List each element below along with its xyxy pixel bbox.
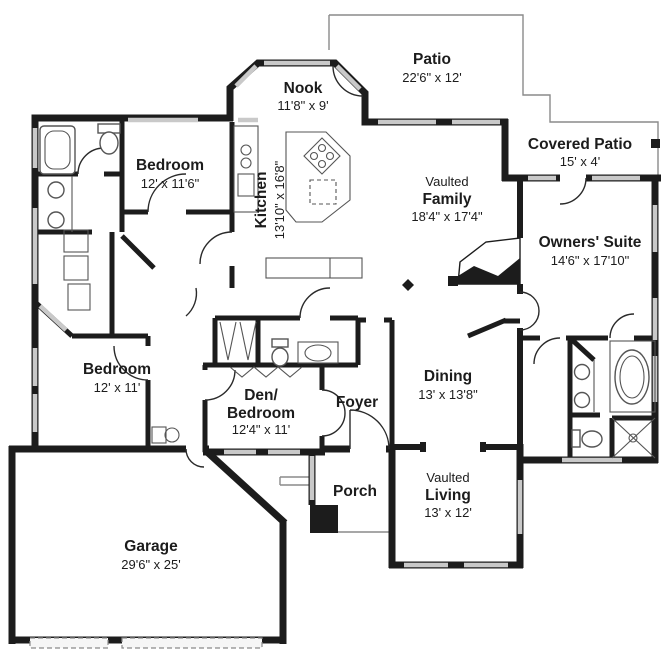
covered-patio-door-arc: [559, 177, 587, 205]
hall-closet: [67, 283, 91, 311]
den-closet-doors: [229, 366, 303, 378]
garage-entry-door-arc: [185, 448, 205, 468]
toilet-icon: [271, 347, 289, 367]
toilet-tank-icon: [571, 429, 581, 448]
room-dims-living: 13' x 12': [424, 505, 472, 520]
sink-icon: [47, 211, 65, 229]
toilet-icon: [581, 430, 603, 448]
kitchen-island: [285, 131, 351, 223]
door-arcs: [77, 65, 635, 468]
kitchen-counter: [265, 257, 363, 279]
room-label-garage: Garage: [124, 538, 178, 555]
room-label-foyer: Foyer: [336, 394, 378, 411]
kitchen-sink-icon: [240, 157, 252, 169]
room-label-family: Family: [422, 191, 471, 208]
ceiling-fan-mark: [402, 279, 414, 291]
hall-bath-door-arc: [299, 287, 331, 319]
bifold-closet-doors: [219, 321, 257, 361]
room-dims-garage: 29'6" x 25': [121, 557, 180, 572]
fireplace-icon: [448, 237, 521, 286]
sink-icon: [573, 391, 591, 409]
suite-bath-door-arc: [609, 313, 635, 339]
sink-icon: [304, 344, 332, 362]
sink-counter: [297, 341, 339, 364]
room-dims-owners-suite: 14'6" x 17'10": [551, 253, 630, 268]
island-overhang: [309, 179, 337, 205]
stove-icon: [303, 137, 341, 175]
hall-closet: [63, 229, 89, 253]
kitchen-counter: [233, 125, 259, 213]
room-prefix-family: Vaulted: [425, 174, 468, 189]
tub-platform: [609, 340, 656, 413]
bedroom-left-door-arc: [113, 345, 149, 381]
room-dims-dining: 13' x 13'8": [418, 387, 478, 402]
room-label-owners-suite: Owners' Suite: [539, 234, 642, 251]
washer-icon: [151, 426, 167, 444]
room-dims-family: 18'4" x 17'4": [411, 209, 483, 224]
nook-patio-door-arc: [332, 65, 364, 97]
porch-outline: [279, 476, 392, 533]
toilet-tank-icon: [271, 338, 289, 348]
room-label-living: Living: [425, 487, 471, 504]
fixtures: [39, 123, 656, 459]
garage-doors: [29, 637, 263, 649]
bath-door-arc: [77, 147, 105, 175]
garage-door: [29, 637, 109, 649]
room-label-covered-patio: Covered Patio: [528, 136, 632, 153]
room-label-bedroom-left: Bedroom: [83, 361, 151, 378]
closet-door-arc: [533, 337, 561, 365]
patio-post: [651, 139, 660, 148]
hall-closet: [63, 255, 89, 281]
kitchen-hall-door-arc: [199, 231, 233, 265]
room-labels: Patio 22'6" x 12' Nook 11'8" x 9' Bedroo…: [83, 51, 642, 572]
bathtub-icon: [39, 125, 76, 175]
room-label-porch: Porch: [333, 483, 377, 500]
shower-icon: [611, 417, 656, 459]
room-dims-patio: 22'6" x 12': [402, 70, 461, 85]
room-label-bedroom-top: Bedroom: [136, 157, 204, 174]
interior-walls: [33, 118, 655, 460]
bedroom-top-door-arc: [147, 173, 187, 213]
patio-outline: [328, 14, 660, 179]
soaking-tub-icon: [614, 349, 650, 405]
windows: [32, 60, 658, 568]
room-dims-kitchen: 13'10" x 16'8": [272, 160, 287, 239]
front-door-arc: [349, 409, 390, 450]
room-label-den-line2: Bedroom: [227, 405, 295, 422]
room-label-patio: Patio: [413, 51, 451, 68]
toilet-icon: [99, 131, 119, 155]
room-label-den-line1: Den/: [244, 387, 278, 404]
dishwasher-icon: [237, 173, 255, 197]
room-dims-covered-patio: 15' x 4': [560, 154, 600, 169]
porch-column: [310, 505, 338, 533]
room-label-kitchen: Kitchen: [253, 172, 270, 229]
water-heater-icon: [164, 427, 180, 443]
suite-double-door-arcs: [519, 291, 540, 331]
sink-icon: [47, 181, 65, 199]
den-double-door-arcs: [321, 389, 346, 437]
garage-door: [121, 637, 263, 649]
room-label-dining: Dining: [424, 368, 472, 385]
room-dims-den: 12'4" x 11': [232, 422, 291, 437]
sink-icon: [573, 363, 591, 381]
room-dims-bedroom-left: 12' x 11': [94, 380, 141, 395]
room-prefix-living: Vaulted: [426, 470, 469, 485]
room-label-nook: Nook: [284, 80, 323, 97]
den-door-arc: [204, 369, 236, 401]
kitchen-sink-icon: [240, 144, 252, 156]
room-dims-bedroom-top: 12' x 11'6": [141, 176, 200, 191]
hall-closet-arc: [185, 287, 198, 317]
room-dims-nook: 11'8" x 9': [277, 98, 328, 113]
